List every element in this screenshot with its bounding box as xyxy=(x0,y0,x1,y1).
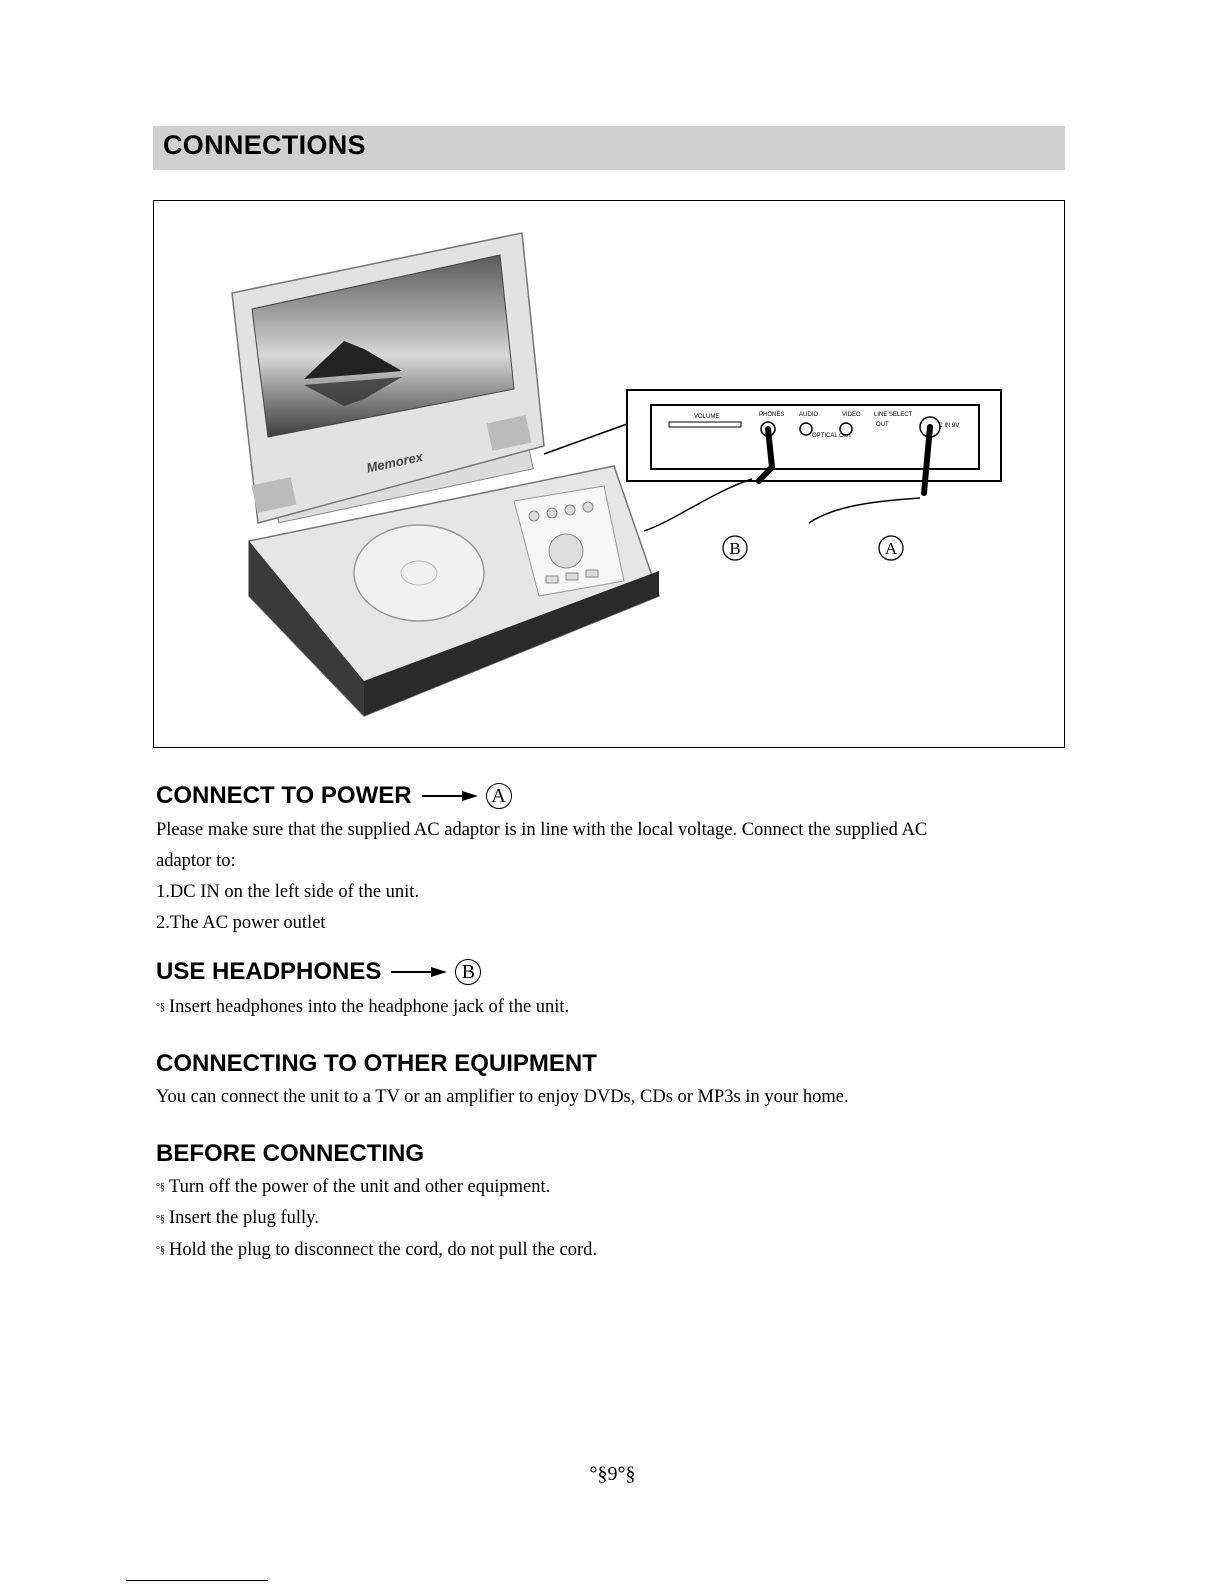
player-base-left-side xyxy=(249,541,364,716)
section-heading-headphones: USE HEADPHONES B xyxy=(156,958,482,986)
marker-a-icon: A xyxy=(485,783,512,809)
section-heading-before-connecting: BEFORE CONNECTING xyxy=(156,1140,425,1167)
headphone-cord xyxy=(643,478,753,532)
svg-text:OUT: OUT xyxy=(876,422,889,428)
disc-lid xyxy=(353,524,485,622)
svg-text:OPTICAL OUT: OPTICAL OUT xyxy=(812,433,852,439)
footer-rule xyxy=(126,1580,268,1581)
dvd-logo-icon xyxy=(400,560,438,586)
section-body-before-connecting: °§Turn off the power of the unit and oth… xyxy=(156,1177,597,1260)
video-jack xyxy=(839,422,853,436)
volume-slider xyxy=(668,421,742,428)
callout-a xyxy=(878,535,904,561)
bullet-icon: °§ xyxy=(156,1002,165,1014)
arrow-right-icon xyxy=(421,791,478,801)
bullet-icon: °§ xyxy=(156,1182,165,1194)
dvd-player-illustration: Memorex VOLUME PHONES AUDIO VIDEO LINE S… xyxy=(231,232,1002,717)
section-body-headphones: °§Insert headphones into the headphone j… xyxy=(156,997,570,1017)
callout-b xyxy=(722,535,748,561)
svg-text:VIDEO: VIDEO xyxy=(842,412,861,418)
section-heading-power: CONNECT TO POWER A xyxy=(156,782,512,810)
page-title: CONNECTIONS xyxy=(163,130,366,160)
svg-text:VOLUME: VOLUME xyxy=(694,414,719,420)
connections-figure: Memorex VOLUME PHONES AUDIO VIDEO LINE S… xyxy=(153,200,1065,748)
svg-text:DC IN 9V: DC IN 9V xyxy=(934,423,959,429)
svg-text:PHONES: PHONES xyxy=(759,412,784,418)
svg-text:B: B xyxy=(729,539,740,558)
page-number: °§9°§ xyxy=(589,1463,636,1485)
mountain-shape xyxy=(304,341,402,379)
power-plug xyxy=(921,424,933,496)
bullet-icon: °§ xyxy=(156,1244,165,1256)
player-base-front-side xyxy=(364,571,659,716)
title-banner: CONNECTIONS xyxy=(153,126,1065,170)
svg-text:LINE SELECT: LINE SELECT xyxy=(874,412,913,418)
arrow-right-icon xyxy=(391,967,448,977)
zoom-leader-line xyxy=(543,423,628,455)
marker-b-icon: B xyxy=(455,959,482,985)
audio-jack xyxy=(799,422,813,436)
section-body-power: Please make sure that the supplied AC ad… xyxy=(156,820,928,933)
section-heading-other-equipment: CONNECTING TO OTHER EQUIPMENT xyxy=(156,1050,597,1077)
svg-text:AUDIO: AUDIO xyxy=(799,412,818,418)
section-body-other-equipment: You can connect the unit to a TV or an a… xyxy=(156,1087,849,1107)
bullet-icon: °§ xyxy=(156,1213,165,1225)
svg-text:A: A xyxy=(885,539,898,558)
headphone-plug xyxy=(756,426,776,484)
power-cord xyxy=(808,497,921,524)
